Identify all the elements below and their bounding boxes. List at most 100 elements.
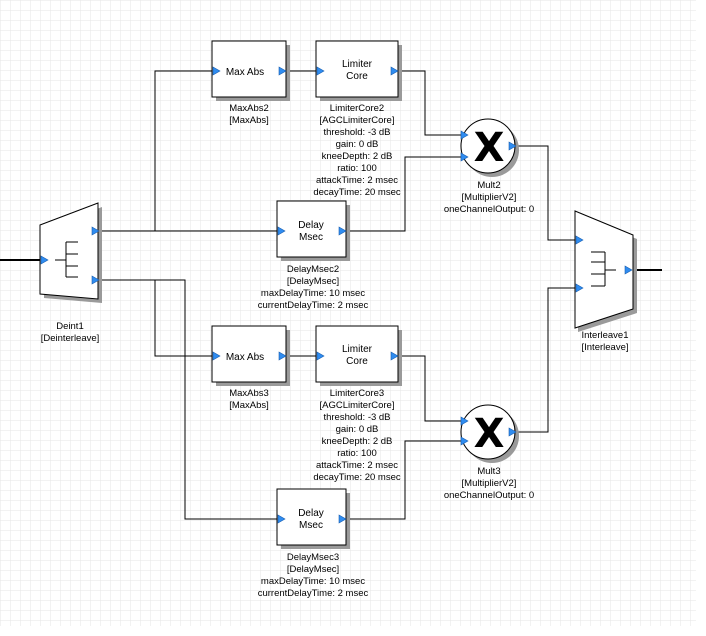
limiter2-param: decayTime: 20 msec xyxy=(313,187,401,198)
pin-limiter3-in xyxy=(316,351,325,361)
pin-mult2-in1 xyxy=(460,130,469,140)
diagram-canvas: Max Abs Limiter Core Delay Msec Max Abs … xyxy=(0,0,696,626)
pin-limiter2-in xyxy=(316,66,325,76)
limiter2-name: LimiterCore2 xyxy=(330,103,384,114)
limiter2-type: [AGCLimiterCore] xyxy=(320,115,395,126)
limiter2-block[interactable]: Limiter Core xyxy=(315,40,399,98)
block-diagram: Max Abs Limiter Core Delay Msec Max Abs … xyxy=(0,0,696,626)
delay3-inner-label-2: Msec xyxy=(299,520,323,531)
limiter2-label: LimiterCore2 [AGCLimiterCore] threshold:… xyxy=(313,103,401,198)
deint1-label: Deint1 [Deinterleave] xyxy=(41,321,100,344)
deinterleave-body xyxy=(39,202,99,300)
mult2-param: oneChannelOutput: 0 xyxy=(444,204,534,215)
pin-mult2-out xyxy=(508,141,517,151)
maxabs2-block[interactable]: Max Abs xyxy=(211,40,287,98)
delay2-body xyxy=(276,200,347,258)
limiter3-param: decayTime: 20 msec xyxy=(313,472,401,483)
delay2-inner-label-2: Msec xyxy=(299,232,323,243)
delay2-param: maxDelayTime: 10 msec xyxy=(261,288,365,299)
limiter3-inner-label-1: Limiter xyxy=(342,344,373,355)
delay2-name: DelayMsec2 xyxy=(287,264,339,275)
deint1-type: [Deinterleave] xyxy=(41,333,100,344)
delay3-param: maxDelayTime: 10 msec xyxy=(261,576,365,587)
pin-maxabs3-in xyxy=(212,351,221,361)
pin-maxabs2-out xyxy=(278,66,287,76)
maxabs3-inner-label: Max Abs xyxy=(226,352,264,363)
mult2-label: Mult2 [MultiplierV2] oneChannelOutput: 0 xyxy=(444,180,534,215)
wire-mult2-to-interleave xyxy=(517,145,575,241)
pin-mult3-in2 xyxy=(460,436,469,446)
wire-deint-to-maxabs2 xyxy=(99,70,213,232)
limiter2-param: ratio: 100 xyxy=(337,163,377,174)
delay2-label: DelayMsec2 [DelayMsec] maxDelayTime: 10 … xyxy=(258,264,369,311)
delay2-inner-label-1: Delay xyxy=(298,220,324,231)
pin-deint-out1 xyxy=(91,226,100,236)
delay3-name: DelayMsec3 xyxy=(287,552,339,563)
deint1-name: Deint1 xyxy=(56,321,83,332)
pin-delay2-in xyxy=(277,226,286,236)
pin-mult3-out xyxy=(508,427,517,437)
wire-limiter3-to-mult3 xyxy=(399,355,461,422)
deinterleave-icon xyxy=(55,241,78,278)
wire-delay2-to-mult2 xyxy=(347,156,461,232)
limiter3-block[interactable]: Limiter Core xyxy=(315,325,399,383)
maxabs2-label: MaxAbs2 [MaxAbs] xyxy=(229,103,269,126)
wire-deint-to-delay3 xyxy=(99,279,278,520)
mult2-type: [MultiplierV2] xyxy=(462,192,517,203)
limiter2-inner-label-2: Core xyxy=(346,71,368,82)
maxabs2-body xyxy=(211,40,287,98)
wire-deint-to-maxabs3 xyxy=(154,280,213,357)
pin-deint-out2 xyxy=(91,275,100,285)
maxabs3-label: MaxAbs3 [MaxAbs] xyxy=(229,388,269,411)
mult3-block[interactable]: X xyxy=(460,404,516,460)
limiter3-param: gain: 0 dB xyxy=(336,424,379,435)
pin-limiter2-out xyxy=(390,66,399,76)
deinterleave-block[interactable] xyxy=(39,202,99,300)
delay3-type: [DelayMsec] xyxy=(287,564,339,575)
limiter3-body xyxy=(315,325,399,383)
delay2-type: [DelayMsec] xyxy=(287,276,339,287)
multiply-icon: X xyxy=(474,411,505,457)
maxabs3-block[interactable]: Max Abs xyxy=(211,325,287,383)
pins xyxy=(40,66,633,524)
pin-interleave-in2 xyxy=(575,283,584,293)
limiter3-name: LimiterCore3 xyxy=(330,388,384,399)
pin-limiter3-out xyxy=(390,351,399,361)
mult3-label: Mult3 [MultiplierV2] oneChannelOutput: 0 xyxy=(444,466,534,501)
interleave-body xyxy=(574,210,634,329)
pin-interleave-out xyxy=(624,265,633,275)
delay3-body xyxy=(276,488,347,546)
maxabs3-type: [MaxAbs] xyxy=(229,400,269,411)
interleave-icon xyxy=(591,251,616,287)
delay2-param: currentDelayTime: 2 msec xyxy=(258,300,369,311)
limiter3-param: kneeDepth: 2 dB xyxy=(322,436,393,447)
limiter3-param: attackTime: 2 msec xyxy=(316,460,398,471)
limiter3-label: LimiterCore3 [AGCLimiterCore] threshold:… xyxy=(313,388,401,483)
mult2-block[interactable]: X xyxy=(460,118,516,174)
interleave-block[interactable] xyxy=(574,210,634,329)
mult3-param: oneChannelOutput: 0 xyxy=(444,490,534,501)
wire-limiter2-to-mult2 xyxy=(399,70,461,136)
mult2-name: Mult2 xyxy=(477,180,500,191)
pin-deint-in xyxy=(40,255,49,265)
limiter2-inner-label-1: Limiter xyxy=(342,59,373,70)
pin-maxabs2-in xyxy=(212,66,221,76)
delay3-inner-label-1: Delay xyxy=(298,508,324,519)
delay3-param: currentDelayTime: 2 msec xyxy=(258,588,369,599)
delay2-block[interactable]: Delay Msec xyxy=(276,200,347,258)
maxabs3-name: MaxAbs3 xyxy=(229,388,269,399)
maxabs2-name: MaxAbs2 xyxy=(229,103,269,114)
pin-delay3-out xyxy=(338,514,347,524)
maxabs2-inner-label: Max Abs xyxy=(226,67,264,78)
wires xyxy=(0,70,662,520)
wire-mult3-to-interleave xyxy=(517,287,575,433)
delay3-block[interactable]: Delay Msec xyxy=(276,488,347,546)
pin-interleave-in1 xyxy=(575,235,584,245)
pin-mult3-in1 xyxy=(460,416,469,426)
limiter2-body xyxy=(315,40,399,98)
delay3-label: DelayMsec3 [DelayMsec] maxDelayTime: 10 … xyxy=(258,552,369,599)
maxabs2-type: [MaxAbs] xyxy=(229,115,269,126)
mult3-name: Mult3 xyxy=(477,466,500,477)
limiter3-type: [AGCLimiterCore] xyxy=(320,400,395,411)
mult3-type: [MultiplierV2] xyxy=(462,478,517,489)
